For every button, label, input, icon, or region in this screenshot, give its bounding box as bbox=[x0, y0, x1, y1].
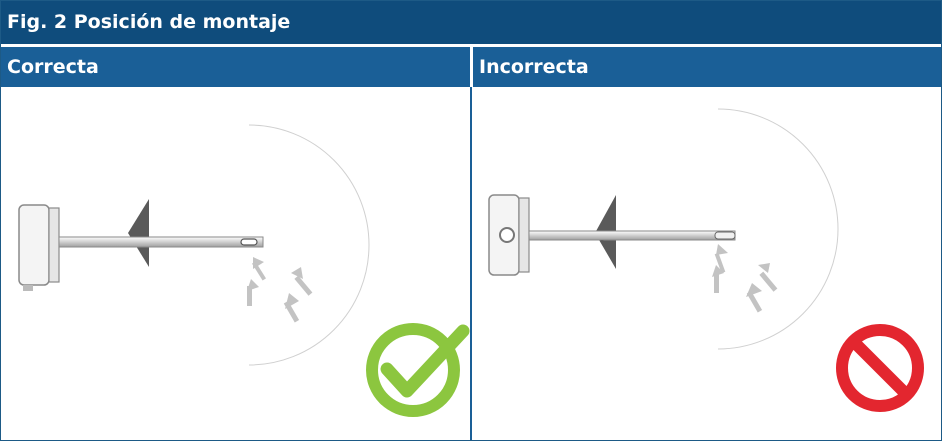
panel-correct bbox=[1, 87, 470, 440]
duct-section bbox=[717, 108, 839, 350]
prohibited-icon bbox=[836, 324, 924, 412]
mounting-flange bbox=[128, 199, 149, 267]
figure-title: Fig. 2 Posición de montaje bbox=[1, 1, 941, 44]
panel-incorrect bbox=[472, 87, 941, 440]
probe-tube bbox=[58, 236, 264, 248]
column-divider bbox=[470, 87, 472, 440]
airflow-arrows bbox=[712, 244, 778, 313]
incorrect-mounting-illustration bbox=[488, 108, 924, 412]
correct-mounting-illustration bbox=[18, 124, 470, 417]
cable-gland bbox=[499, 227, 515, 243]
sensor-opening bbox=[240, 238, 258, 246]
probe-tube bbox=[528, 230, 736, 241]
sensor-tip bbox=[714, 231, 736, 240]
check-circle-icon bbox=[366, 323, 470, 417]
column-header-correct: Correcta bbox=[1, 47, 470, 87]
transmitter-housing bbox=[18, 204, 50, 286]
duct-section bbox=[248, 124, 370, 366]
column-header-incorrect: Incorrecta bbox=[473, 47, 941, 87]
airflow-arrows bbox=[247, 257, 313, 323]
